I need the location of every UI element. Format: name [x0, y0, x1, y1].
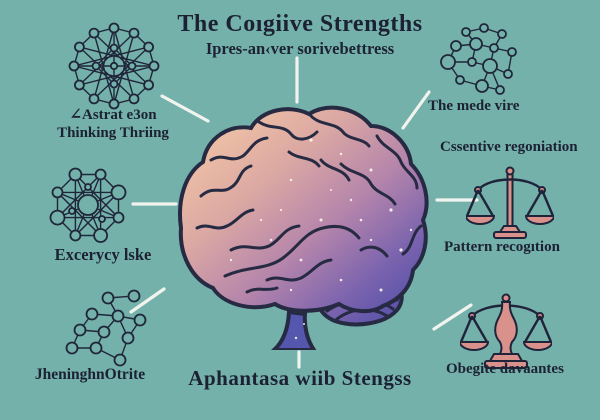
balance-scale-icon [460, 293, 552, 369]
network-graph-icon [68, 22, 160, 110]
label-top-right: The mede vire [428, 98, 520, 114]
cerebrum [178, 105, 429, 313]
page-title: The Coıgiive Strengths [177, 11, 423, 37]
brain-illustration [178, 105, 429, 350]
label-abstract-thinking: ∠Astrat e3on Thinking Thriing [57, 107, 169, 141]
brain-stem [270, 309, 317, 350]
label-bottom-right: Obegite davaantes [446, 361, 564, 377]
label-pattern-recognition: Pattern recogıtion [444, 239, 560, 255]
network-graph-icon [65, 289, 147, 367]
network-graph-icon [49, 167, 127, 243]
page-subtitle: Ipres-an‹ver sorivebettress [205, 39, 395, 58]
balance-scale-icon [466, 166, 554, 239]
label-essentive: Cssentive regoniation [440, 139, 578, 155]
label-executive: Excerycy lske [54, 245, 152, 264]
network-graph-icon [440, 23, 517, 95]
label-bottom-left: JheninghnOtrite [34, 366, 146, 383]
brain-sparkles [229, 138, 413, 340]
footer-caption: Aphantasa wiib Stengss [188, 366, 412, 390]
brain-sulci [195, 114, 423, 294]
